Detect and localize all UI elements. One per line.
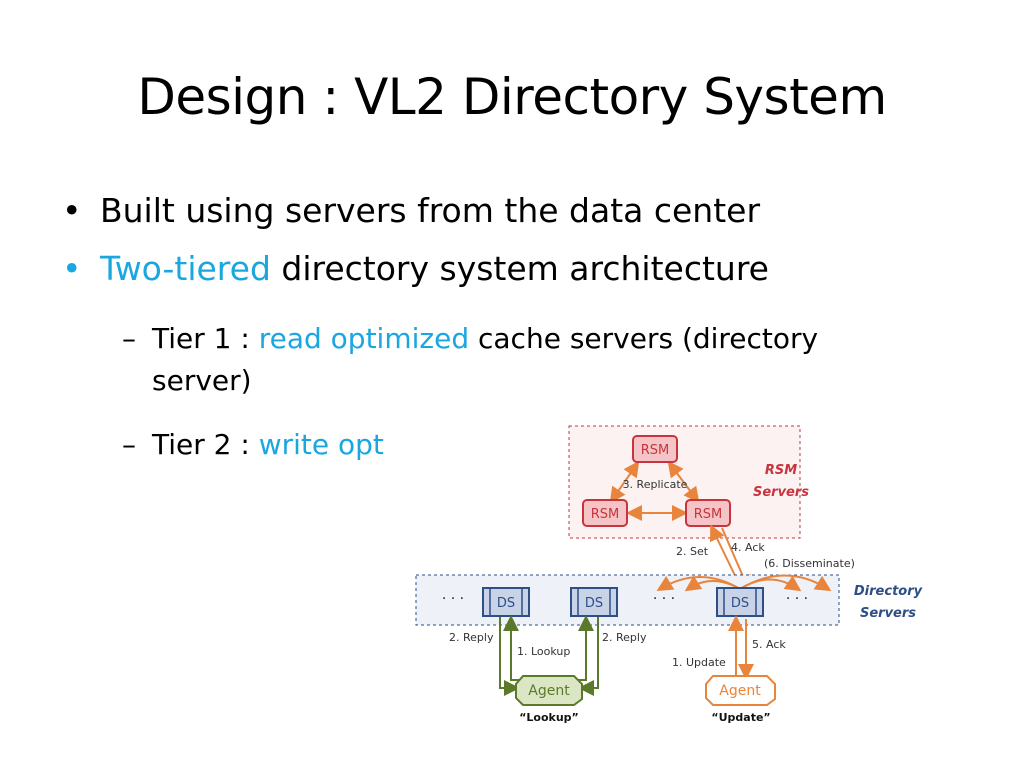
- ds-node-3-label: DS: [731, 596, 749, 611]
- replicate-label: 3. Replicate: [623, 478, 688, 491]
- slide-title: Design : VL2 Directory System: [137, 68, 887, 126]
- rsm-node-right: RSM: [685, 499, 731, 527]
- bullet-dot: •: [62, 191, 82, 230]
- ds-node-1: DS: [482, 587, 530, 617]
- ellipsis-2: · · ·: [653, 591, 675, 607]
- rsm-node-right-label: RSM: [694, 507, 723, 522]
- rsm-group-label-1: RSM: [765, 463, 797, 478]
- subbullet-2-accent: write opt: [258, 428, 384, 461]
- ds-node-3: DS: [716, 587, 764, 617]
- reply-left-arrow: [499, 617, 520, 696]
- rsm-group-label-2: Servers: [753, 485, 809, 500]
- disseminate-arc-2: [684, 575, 741, 592]
- ds-node-2-label: DS: [585, 596, 603, 611]
- rsm-link-top-right: [667, 460, 700, 504]
- agent-update-label: Agent: [719, 683, 761, 699]
- agent-update: Agent: [705, 675, 776, 706]
- reply-right-arrow: [578, 617, 599, 696]
- ack5-label: 5. Ack: [752, 638, 786, 651]
- bullet-2-accent: Two-tiered: [100, 249, 271, 288]
- bullet-2-rest: directory system architecture: [270, 249, 769, 288]
- disseminate-arc-4: [739, 574, 832, 592]
- ds-group-box: [415, 574, 840, 626]
- caption-lookup: “Lookup”: [519, 711, 579, 724]
- ellipsis-3: · · ·: [786, 591, 808, 607]
- ack4-label: 4. Ack: [731, 541, 765, 554]
- subbullet-1-rest: cache servers (directory: [469, 322, 819, 355]
- ds-node-2: DS: [570, 587, 618, 617]
- caption-update: “Update”: [711, 711, 770, 724]
- subbullet-1-rest2: server): [152, 364, 252, 397]
- rsm-link-top-left: [609, 460, 640, 504]
- dash-marker: –: [122, 428, 136, 461]
- update-label: 1. Update: [672, 656, 726, 669]
- reply-left-label: 2. Reply: [449, 631, 494, 644]
- rsm-node-left-label: RSM: [591, 507, 620, 522]
- rsm-node-top: RSM: [632, 435, 678, 463]
- bullet-dot: •: [62, 249, 82, 288]
- ds-node-1-label: DS: [497, 596, 515, 611]
- agent-lookup: Agent: [515, 675, 583, 706]
- subbullet-1-text: Tier 1 : read optimized cache servers (d…: [152, 318, 932, 402]
- disseminate-label: (6. Disseminate): [764, 557, 855, 570]
- dash-marker: –: [122, 322, 136, 355]
- lookup-label: 1. Lookup: [517, 645, 570, 658]
- subbullet-2-text: Tier 2 : write opt: [152, 424, 932, 466]
- subbullet-2-label: Tier 2 :: [152, 428, 259, 461]
- rsm-node-top-label: RSM: [641, 443, 670, 458]
- rsm-node-left: RSM: [582, 499, 628, 527]
- reply-right-label: 2. Reply: [602, 631, 647, 644]
- subbullet-1-label: Tier 1 :: [152, 322, 259, 355]
- ellipsis-1: · · ·: [442, 591, 464, 607]
- agent-lookup-label: Agent: [528, 683, 570, 699]
- set-label: 2. Set: [676, 545, 709, 558]
- bullet-2-text: Two-tiered directory system architecture: [100, 246, 769, 292]
- subbullet-1-accent: read optimized: [258, 322, 470, 355]
- ds-group-label-2: Servers: [860, 606, 916, 621]
- ds-group-label-1: Directory: [854, 584, 923, 599]
- bullet-1-text: Built using servers from the data center: [100, 191, 761, 230]
